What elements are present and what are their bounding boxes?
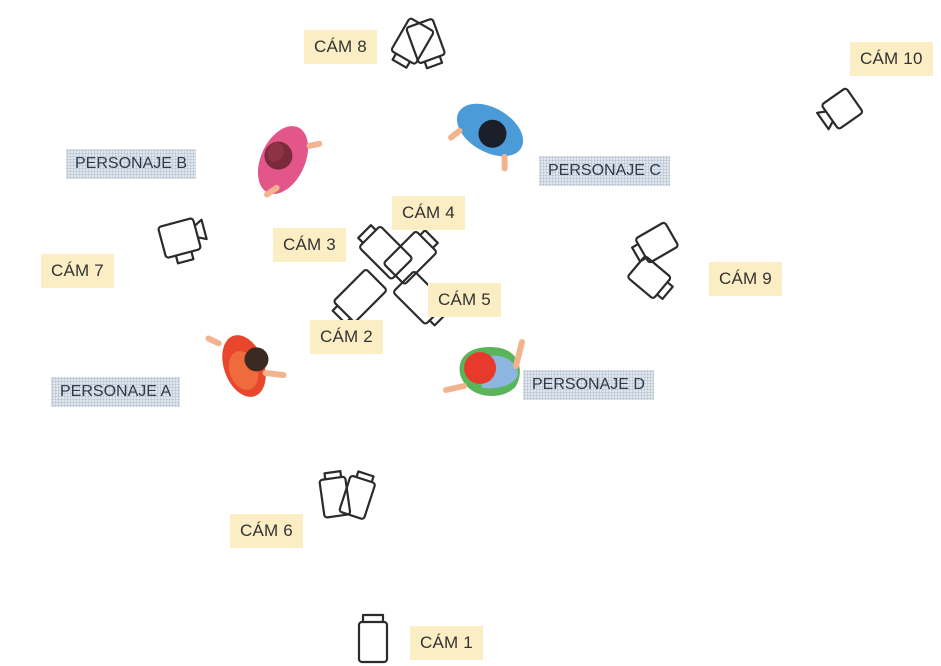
character-c-figure: [446, 93, 532, 171]
character-a-label: PERSONAJE A: [51, 377, 180, 407]
camera-10-label: CÁM 10: [850, 42, 933, 76]
camera-1-icon: [359, 615, 387, 662]
camera-7-icon: [158, 216, 211, 266]
camera-10-icon: [815, 88, 863, 134]
camera-2-label: CÁM 2: [310, 320, 383, 354]
camera-1-label: CÁM 1: [410, 626, 483, 660]
camera-3-label: CÁM 3: [273, 228, 346, 262]
character-d-label: PERSONAJE D: [523, 370, 654, 400]
camera-9-label: CÁM 9: [709, 262, 782, 296]
character-a-figure: [208, 319, 286, 405]
camera-5-label: CÁM 5: [428, 283, 501, 317]
camera-9b-icon: [627, 256, 676, 304]
character-d-figure: [446, 342, 522, 396]
camera-4-icon: [383, 226, 442, 285]
camera-8-label: CÁM 8: [304, 30, 377, 64]
character-c-label: PERSONAJE C: [539, 156, 670, 186]
camera-6-label: CÁM 6: [230, 514, 303, 548]
camera-4-label: CÁM 4: [392, 196, 465, 230]
camera-2-icon: [328, 269, 387, 328]
camera-9-icon: [629, 222, 679, 267]
character-b-label: PERSONAJE B: [66, 149, 196, 179]
character-b-figure: [247, 118, 322, 205]
camera-7-label: CÁM 7: [41, 254, 114, 288]
